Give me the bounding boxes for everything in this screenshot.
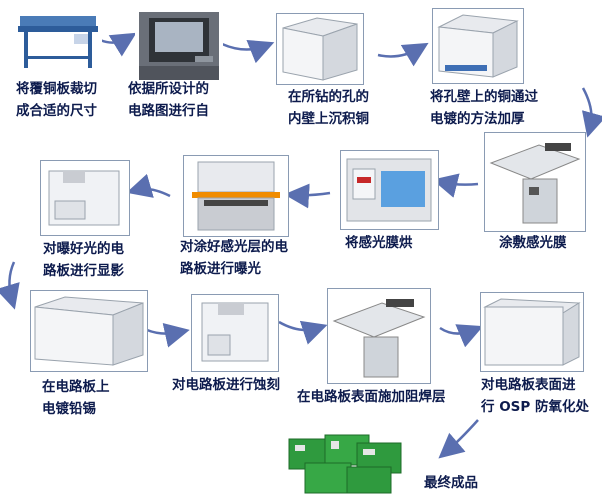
step-4-label: 将孔壁上的铜通过 电镀的方法加厚 (430, 86, 538, 130)
step-11-line-1: 在电路板表面施加阻焊层 (297, 389, 446, 405)
step-3-line-2: 内壁上沉积铜 (288, 111, 369, 127)
arrow-2-3 (221, 39, 275, 64)
step-6-line-1: 将感光膜烘 (345, 235, 413, 251)
tank-cabinet-icon (437, 14, 519, 78)
step-4-line-2: 电镀的方法加厚 (430, 111, 525, 127)
step-9-line-1: 在电路板上 (42, 379, 110, 395)
arrow-10-11 (278, 320, 328, 345)
step-5-line-1: 涂敷感光膜 (499, 235, 567, 251)
step-8-label: 对曝好光的电 路板进行显影 (43, 238, 124, 282)
exposure-machine-icon (192, 161, 280, 231)
step-11-label: 在电路板表面施加阻焊层 (297, 386, 446, 408)
arrow-7-8 (126, 173, 171, 198)
arrow-6-7 (284, 183, 331, 209)
tank-cabinet-icon (483, 298, 581, 366)
step-9-line-2: 电镀铅锡 (42, 401, 96, 417)
step-7-label: 对涂好感光层的电 路板进行曝光 (180, 236, 288, 280)
step-1-line-1: 将覆铜板裁切 (16, 81, 97, 97)
step-12-label: 对电路板表面进 行 OSP 防氧化处 (481, 374, 589, 418)
cnc-drill-icon (139, 12, 219, 80)
developer-machine-icon (48, 170, 120, 226)
step-6-label: 将感光膜烘 (345, 232, 413, 254)
step-9-image (30, 290, 148, 372)
step-6-image (340, 150, 439, 230)
step-10-line-1: 对电路板进行蚀刻 (172, 377, 280, 393)
step-2-label: 依据所设计的 电路图进行自 (128, 78, 209, 122)
step-1-label: 将覆铜板裁切 成合适的尺寸 (16, 78, 97, 122)
step-8-line-1: 对曝好光的电 (43, 241, 124, 257)
step-1-line-2: 成合适的尺寸 (16, 103, 97, 119)
etching-machine-icon (201, 302, 269, 362)
step-4-line-1: 将孔壁上的铜通过 (430, 89, 538, 105)
step-13-image (287, 433, 405, 497)
step-12-line-2: 行 OSP 防氧化处 (481, 399, 589, 415)
step-2-line-2: 电路图进行自 (128, 103, 209, 119)
arrow-1-2 (99, 32, 137, 57)
step-3-image (276, 13, 364, 85)
arrow-8-9 (0, 261, 20, 310)
step-13-line-1: 最终成品 (424, 475, 478, 491)
step-5-label: 涂敷感光膜 (499, 232, 567, 254)
step-10-label: 对电路板进行蚀刻 (172, 374, 280, 396)
screen-coater-icon (489, 143, 581, 224)
step-2-line-1: 依据所设计的 (128, 81, 209, 97)
pcb-boards-icon (288, 434, 402, 494)
step-9-label: 在电路板上 电镀铅锡 (42, 376, 110, 420)
screen-coater-icon (332, 299, 426, 378)
arrow-9-10 (146, 323, 190, 348)
step-10-image (191, 294, 279, 372)
step-2-image (135, 8, 223, 84)
step-4-image (432, 8, 524, 84)
arrow-11-12 (439, 324, 484, 348)
step-1-image (14, 8, 102, 76)
step-3-label: 在所钻的孔的 内壁上沉积铜 (288, 86, 369, 130)
step-3-line-1: 在所钻的孔的 (288, 89, 369, 105)
step-12-image (480, 292, 584, 372)
step-7-image (183, 155, 289, 237)
step-13-label: 最终成品 (424, 472, 478, 494)
step-5-image (484, 132, 586, 232)
tank-cabinet-icon (282, 17, 358, 81)
drying-oven-icon (346, 158, 432, 222)
shear-cutter-icon (18, 16, 98, 68)
step-12-line-1: 对电路板表面进 (481, 377, 576, 393)
step-8-line-2: 路板进行显影 (43, 263, 124, 279)
arrow-5-6 (432, 173, 479, 198)
step-7-line-1: 对涂好感光层的电 (180, 239, 288, 255)
tank-cabinet-icon (34, 296, 144, 366)
arrow-4-5 (581, 87, 602, 138)
step-8-image (40, 160, 130, 236)
arrow-3-4 (377, 42, 429, 67)
step-7-line-2: 路板进行曝光 (180, 261, 261, 277)
arrow-12-13 (438, 419, 479, 459)
step-11-image (327, 288, 431, 384)
